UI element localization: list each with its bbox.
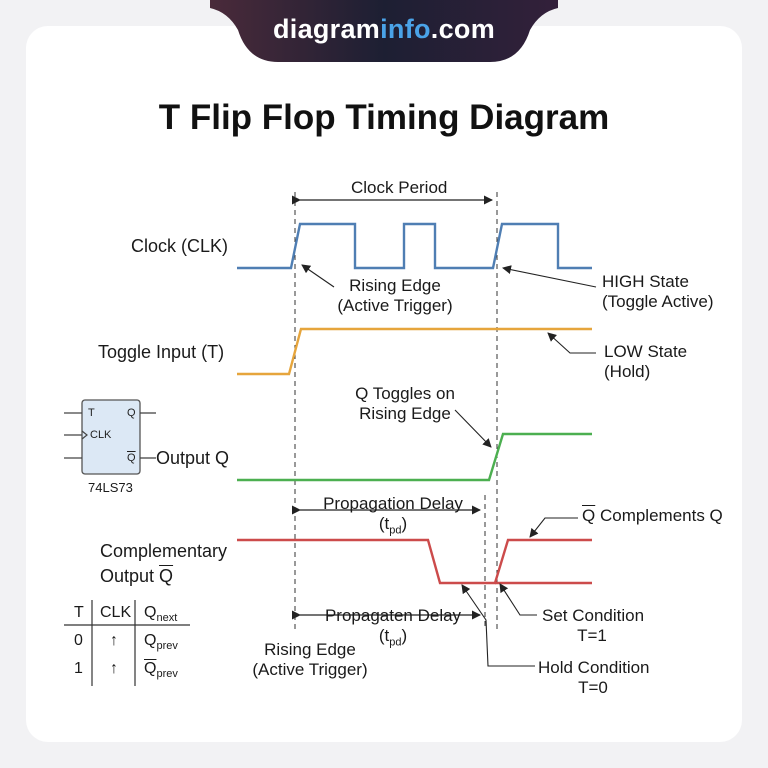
propagation-delay-label: Propagation Delay (323, 494, 463, 513)
truth-row-1-t: 0 (74, 632, 83, 649)
q-toggles-line1: Q Toggles on (355, 384, 455, 403)
tpd-sub: pd (389, 524, 402, 537)
truth-row-1-q-sub: prev (156, 640, 178, 653)
rising-edge-top-line1: Rising Edge (349, 276, 441, 295)
complement-waveform (237, 538, 592, 585)
brand-part-2: info (380, 14, 431, 44)
truth-row-2-t: 1 (74, 660, 83, 677)
chip-pin-q: Q (127, 407, 136, 419)
page-title: T Flip Flop Timing Diagram (158, 98, 610, 137)
low-state-line1: LOW State (604, 342, 688, 361)
set-condition-line2: T=1 (577, 626, 607, 645)
brand-part-1: diagram (272, 14, 381, 44)
set-condition-line1: Set Condition (542, 606, 645, 625)
chip-body (81, 399, 141, 475)
diagram-card (26, 26, 742, 742)
truth-header-q: Qnext (144, 604, 177, 624)
brand-part-3: .com (430, 14, 496, 44)
set-condition-leader (499, 583, 537, 616)
truth-row-1-q: Qprev (144, 632, 178, 652)
toggle-waveform (237, 327, 592, 376)
complementary-label-line2: Output Q (100, 566, 173, 586)
clock-period-label: Clock Period (351, 178, 448, 197)
clk-triangle (81, 430, 88, 440)
tpd2-open: (t (378, 626, 390, 645)
toggle-label: Toggle Input (T) (98, 342, 225, 362)
truth-header-t: T (74, 604, 84, 621)
chip-pin-qbar: Q (127, 452, 136, 464)
truth-row-2-q-main: Q (144, 660, 157, 677)
q-complements-leader (529, 517, 578, 538)
output-q-waveform (237, 432, 592, 482)
reference-lines (294, 192, 498, 633)
output-q-label: Output Q (156, 448, 230, 468)
hold-condition-line1: Hold Condition (538, 658, 650, 677)
high-state-leader (502, 265, 597, 288)
q-toggles-line2: Rising Edge (359, 404, 451, 423)
brand-banner (210, 0, 558, 62)
complementary-label-line1: Complementary (100, 541, 228, 561)
truth-header-q-main: Q (144, 604, 157, 621)
high-state-line2: (Toggle Active) (602, 292, 714, 311)
rising-edge-bottom-line1: Rising Edge (264, 640, 356, 659)
truth-header-clk: CLK (100, 604, 132, 621)
high-state-line1: HIGH State (602, 272, 689, 291)
clock-label: Clock (CLK) (131, 236, 229, 256)
truth-row-2-q-sub: prev (156, 668, 178, 681)
complementary-label-qbar: Q (159, 566, 174, 586)
q-complements-label: Q Complements Q (582, 506, 723, 526)
tpd-open: (t (378, 514, 390, 533)
truth-header-q-sub: next (156, 612, 178, 625)
propagaten-delay-label: Propagaten Delay (324, 606, 462, 625)
q-complements-text: Complements Q (595, 506, 723, 525)
low-state-leader (547, 332, 596, 354)
tpd-close: ) (401, 514, 408, 533)
truth-row-1-clk: ↑ (110, 632, 118, 649)
hold-condition-leader (461, 584, 535, 667)
q-complements-qbar: Q (582, 506, 596, 525)
q-toggles-leader (454, 409, 492, 448)
truth-row-1-q-main: Q (144, 632, 157, 649)
rising-edge-bottom-line2: (Active Trigger) (252, 660, 368, 679)
low-state-line2: (Hold) (604, 362, 651, 381)
tpd2-sub: pd (389, 636, 402, 649)
rising-edge-top-line2: (Active Trigger) (337, 296, 453, 315)
tpd2-close: ) (401, 626, 408, 645)
chip-pin-t: T (88, 407, 95, 419)
hold-condition-line2: T=0 (578, 678, 608, 697)
chip-part-number: 74LS73 (88, 480, 133, 495)
rising-edge-leader (301, 264, 335, 288)
complementary-label-prefix: Output (100, 566, 160, 586)
propagation-delay-tpd: (tpd) (353, 514, 433, 540)
propagaten-delay-tpd: (tpd) (353, 626, 433, 652)
truth-table-grid (64, 600, 190, 686)
truth-row-2-q: Qprev (144, 660, 178, 680)
flip-flop-chip (64, 399, 156, 475)
clock-waveform (237, 222, 592, 270)
chip-pin-clk: CLK (90, 429, 112, 441)
brand-logo[interactable]: diagraminfo.com (210, 14, 558, 45)
truth-row-2-clk: ↑ (110, 660, 118, 677)
